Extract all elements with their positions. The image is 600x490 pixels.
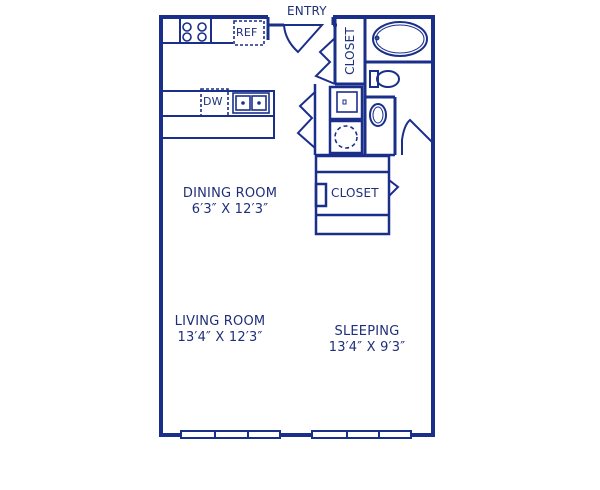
room-dimensions: 6′3″ X 12′3″ — [191, 202, 269, 217]
closet-bifold-door-icon[interactable] — [314, 37, 336, 85]
top-closet-label: CLOSET — [342, 27, 357, 75]
bathroom-sink-icon — [369, 103, 387, 127]
stove-icon — [182, 22, 207, 42]
room-dimensions: 13′4″ X 12′3″ — [177, 330, 263, 345]
room-name: DINING ROOM — [182, 186, 278, 201]
entry-walls — [266, 17, 337, 40]
middle-closet-label: CLOSET — [331, 186, 379, 200]
entry-door-icon[interactable] — [282, 24, 325, 54]
room-dimensions: 13′4″ X 9′3″ — [328, 340, 406, 355]
bathroom-door-icon[interactable] — [401, 118, 434, 155]
refrigerator-label: REF — [236, 26, 258, 39]
room-name: SLEEPING — [334, 324, 400, 339]
toilet-icon — [369, 70, 400, 88]
kitchen-sink-icon — [232, 92, 270, 114]
dishwasher-label: DW — [203, 95, 223, 108]
bathroom-walls — [363, 60, 433, 155]
dishwasher-icon — [200, 88, 229, 117]
kitchen-island — [160, 90, 275, 139]
kitchen-counter-top — [161, 17, 233, 44]
windows-left — [180, 430, 281, 439]
washer-icon — [336, 91, 358, 113]
outer-walls — [159, 15, 435, 437]
dryer-icon — [334, 125, 358, 149]
room-sleeping: SLEEPING 13′4″ X 9′3″ — [307, 324, 427, 356]
entry-label: ENTRY — [287, 4, 327, 18]
laundry-bifold-door-icon[interactable] — [296, 91, 316, 149]
closet-mid-door-icon[interactable] — [388, 172, 400, 215]
room-dining: DINING ROOM 6′3″ X 12′3″ — [170, 186, 290, 218]
windows-right — [311, 430, 412, 439]
room-living: LIVING ROOM 13′4″ X 12′3″ — [160, 314, 280, 346]
top-closet — [333, 17, 367, 86]
room-name: LIVING ROOM — [174, 314, 266, 329]
bathtub-icon — [372, 21, 428, 57]
refrigerator-icon — [233, 20, 265, 46]
